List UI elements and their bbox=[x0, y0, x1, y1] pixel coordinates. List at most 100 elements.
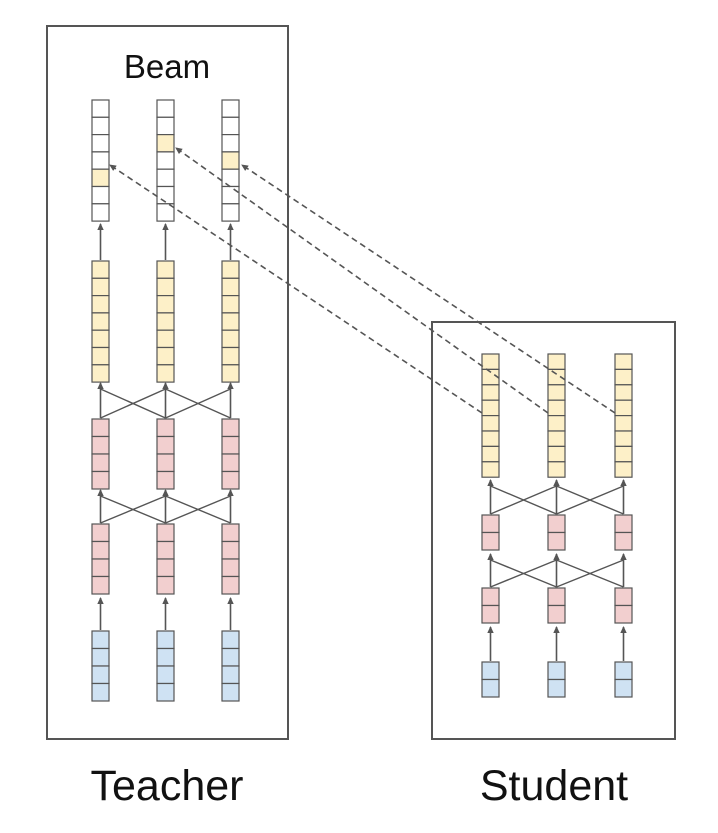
teacher-input-vector-cell bbox=[156, 665, 175, 685]
teacher-hidden1-vector-cell bbox=[91, 523, 110, 543]
student-frame bbox=[431, 321, 676, 740]
teacher-beam-vector-cell bbox=[91, 134, 110, 153]
teacher-hidden1-vector bbox=[156, 523, 175, 595]
teacher-beam-vector-cell bbox=[221, 99, 240, 118]
teacher-hidden1-vector-cell bbox=[221, 540, 240, 560]
student-output-vector-cell bbox=[547, 384, 566, 401]
teacher-input-vector-cell bbox=[221, 647, 240, 667]
student-output-vector-cell bbox=[547, 430, 566, 447]
teacher-beam-vector-cell bbox=[156, 168, 175, 188]
teacher-output-vector-cell bbox=[91, 329, 110, 349]
teacher-input-vector-cell bbox=[221, 630, 240, 650]
teacher-h1-h2-line bbox=[100, 495, 166, 524]
student-output-vector-cell bbox=[614, 461, 633, 478]
teacher-beam-vector bbox=[156, 99, 175, 222]
teacher-hidden1-vector bbox=[221, 523, 240, 595]
teacher-hidden2-vector bbox=[156, 418, 175, 490]
teacher-h2-out-line bbox=[165, 388, 231, 419]
student-output-vector-cell bbox=[614, 384, 633, 401]
student-hidden2-vector-cell bbox=[547, 531, 566, 551]
teacher-input-vector-cell bbox=[156, 647, 175, 667]
student-output-vector-cell bbox=[481, 430, 500, 447]
teacher-hidden2-vector-cell bbox=[91, 435, 110, 455]
student-output-vector-cell bbox=[481, 384, 500, 401]
teacher-output-vector-cell bbox=[91, 295, 110, 314]
student-output-vector bbox=[547, 353, 566, 478]
teacher-input-vector-cell bbox=[91, 682, 110, 702]
teacher-hidden1-vector-cell bbox=[91, 540, 110, 560]
student-hidden1-vector-cell bbox=[547, 587, 566, 607]
teacher-h1-h2-line bbox=[165, 495, 231, 524]
student-network bbox=[481, 353, 633, 698]
student-input-vector-cell bbox=[547, 678, 566, 698]
distill-arrow bbox=[175, 147, 549, 414]
teacher-output-vector-cell bbox=[91, 346, 110, 366]
teacher-output-vector-cell bbox=[156, 277, 175, 297]
student-label: Student bbox=[480, 762, 628, 810]
teacher-beam-vector-cell bbox=[156, 116, 175, 136]
teacher-hidden1-vector bbox=[91, 523, 110, 595]
teacher-output-vector-cell bbox=[221, 277, 240, 297]
student-output-vector-cell bbox=[614, 399, 633, 417]
teacher-beam-vector-cell bbox=[91, 185, 110, 205]
student-hidden1-vector bbox=[614, 587, 633, 624]
teacher-output-vector-cell bbox=[91, 312, 110, 331]
teacher-output-vector bbox=[156, 260, 175, 383]
teacher-beam-vector-cell bbox=[91, 203, 110, 222]
distill-arrow bbox=[241, 164, 616, 414]
student-hidden2-vector-cell bbox=[614, 514, 633, 534]
teacher-output-vector-cell bbox=[221, 295, 240, 314]
teacher-input-vector-cell bbox=[221, 665, 240, 685]
teacher-hidden2-vector bbox=[91, 418, 110, 490]
teacher-frame bbox=[46, 25, 289, 740]
student-output-vector bbox=[481, 353, 500, 478]
student-hidden1-vector-cell bbox=[481, 587, 500, 607]
teacher-network bbox=[91, 99, 240, 702]
teacher-hidden1-vector-cell bbox=[221, 523, 240, 543]
teacher-beam-vector-cell bbox=[91, 116, 110, 136]
student-hidden1-vector-cell bbox=[614, 587, 633, 607]
teacher-hidden2-vector-cell bbox=[156, 453, 175, 473]
teacher-output-vector-cell bbox=[156, 260, 175, 279]
teacher-hidden1-vector-cell bbox=[91, 575, 110, 595]
teacher-beam-vector-cell bbox=[156, 203, 175, 222]
student-hidden1-vector bbox=[547, 587, 566, 624]
student-output-vector-cell bbox=[547, 445, 566, 463]
student-output-vector-cell bbox=[614, 445, 633, 463]
teacher-hidden2-vector-cell bbox=[221, 435, 240, 455]
teacher-hidden2-vector-cell bbox=[91, 470, 110, 490]
student-output-vector-cell bbox=[614, 415, 633, 432]
student-hidden2-vector-cell bbox=[481, 531, 500, 551]
student-h1-h2-line bbox=[556, 559, 624, 588]
student-output-vector-cell bbox=[614, 430, 633, 447]
teacher-input-vector-cell bbox=[91, 665, 110, 685]
student-input-vector bbox=[614, 661, 633, 698]
teacher-beam-vector-cell bbox=[156, 151, 175, 170]
teacher-input-vector-cell bbox=[221, 682, 240, 702]
teacher-h2-out-line bbox=[100, 388, 166, 419]
teacher-input-vector-cell bbox=[91, 630, 110, 650]
teacher-beam-vector-cell bbox=[221, 203, 240, 222]
student-output-vector-cell bbox=[547, 399, 566, 417]
student-output-vector-cell bbox=[481, 353, 500, 370]
student-output-vector-cell bbox=[481, 399, 500, 417]
teacher-beam-vector-cell bbox=[221, 151, 240, 170]
student-hidden1-vector bbox=[481, 587, 500, 624]
beam-label: Beam bbox=[124, 48, 210, 85]
teacher-output-vector-cell bbox=[221, 346, 240, 366]
teacher-beam-vector-cell bbox=[156, 134, 175, 153]
teacher-label: Teacher bbox=[91, 762, 244, 810]
student-h1-h2-line bbox=[490, 559, 557, 588]
teacher-hidden1-vector-cell bbox=[221, 575, 240, 595]
student-input-vector-cell bbox=[547, 661, 566, 681]
teacher-output-vector-cell bbox=[91, 260, 110, 279]
student-hidden1-vector-cell bbox=[481, 604, 500, 624]
student-output-vector-cell bbox=[614, 353, 633, 370]
teacher-hidden2-vector-cell bbox=[156, 418, 175, 438]
distill-arrow bbox=[109, 164, 483, 414]
student-input-vector bbox=[547, 661, 566, 698]
student-input-vector bbox=[481, 661, 500, 698]
teacher-beam-vector-cell bbox=[156, 99, 175, 118]
teacher-input-vector-cell bbox=[91, 647, 110, 667]
student-h2-out-line bbox=[490, 485, 557, 515]
